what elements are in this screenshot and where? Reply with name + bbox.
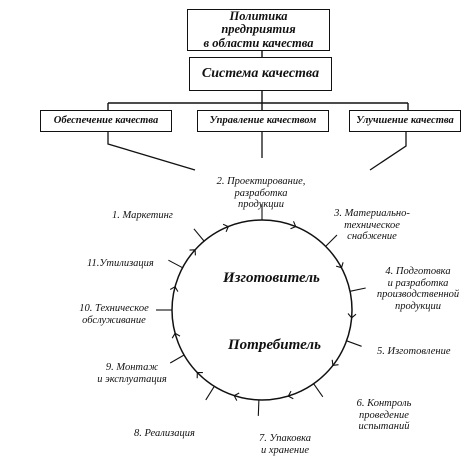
quality-assurance-label: Обеспечение качества bbox=[53, 115, 159, 127]
quality-management-box: Управление качеством bbox=[197, 110, 329, 132]
connector-right-to-circle bbox=[369, 131, 407, 171]
flow-arrow-11 bbox=[189, 249, 196, 256]
flow-arrow-1 bbox=[222, 223, 230, 233]
flow-arrow-9 bbox=[171, 332, 181, 339]
policy-line-2: предприятия bbox=[221, 22, 296, 37]
stage-tick-11 bbox=[168, 259, 183, 269]
stage-tick-7 bbox=[257, 399, 260, 416]
quality-system-box: Система качества bbox=[189, 57, 332, 91]
flow-arrow-3 bbox=[335, 262, 344, 269]
flow-arrow-6 bbox=[287, 390, 294, 400]
stage-tick-3 bbox=[325, 234, 338, 247]
stage-11-label: 11.Утилизация bbox=[87, 258, 154, 269]
flow-arrow-7 bbox=[233, 392, 240, 401]
stage-tick-1 bbox=[193, 228, 205, 242]
quality-improvement-label: Улучшение качества bbox=[356, 115, 454, 127]
producer-label: Изготовитель bbox=[223, 270, 320, 286]
policy-line-1: Политика bbox=[229, 9, 288, 24]
flow-arrow-8 bbox=[196, 371, 203, 379]
flow-arrow-5 bbox=[331, 359, 339, 367]
quality-assurance-box: Обеспечение качества bbox=[40, 110, 172, 132]
consumer-label: Потребитель bbox=[228, 337, 321, 353]
quality-management-label: Управление качеством bbox=[209, 115, 317, 127]
flow-arrow-10 bbox=[169, 285, 179, 292]
stage-ticks bbox=[156, 204, 366, 416]
enterprise-policy-box: Политика предприятия в области качества bbox=[187, 9, 330, 51]
quality-system-label: Система качества bbox=[201, 65, 320, 81]
flow-arrow-4 bbox=[347, 313, 357, 319]
stage-8-label: 8. Реализация bbox=[134, 428, 195, 439]
stage-5-label: 5. Изготовление bbox=[377, 346, 451, 357]
stage-tick-9 bbox=[169, 354, 185, 364]
stage-tick-8 bbox=[205, 386, 215, 401]
policy-line-3: в области качества bbox=[203, 35, 314, 50]
connector-left-to-circle bbox=[107, 131, 196, 171]
stage-1-label: 1. Маркетинг bbox=[112, 210, 173, 221]
flow-arrow-2 bbox=[290, 221, 297, 230]
quality-improvement-box: Улучшение качества bbox=[349, 110, 461, 132]
stage-tick-4 bbox=[349, 287, 366, 292]
stage-tick-5 bbox=[346, 340, 362, 347]
stage-tick-6 bbox=[313, 383, 324, 398]
